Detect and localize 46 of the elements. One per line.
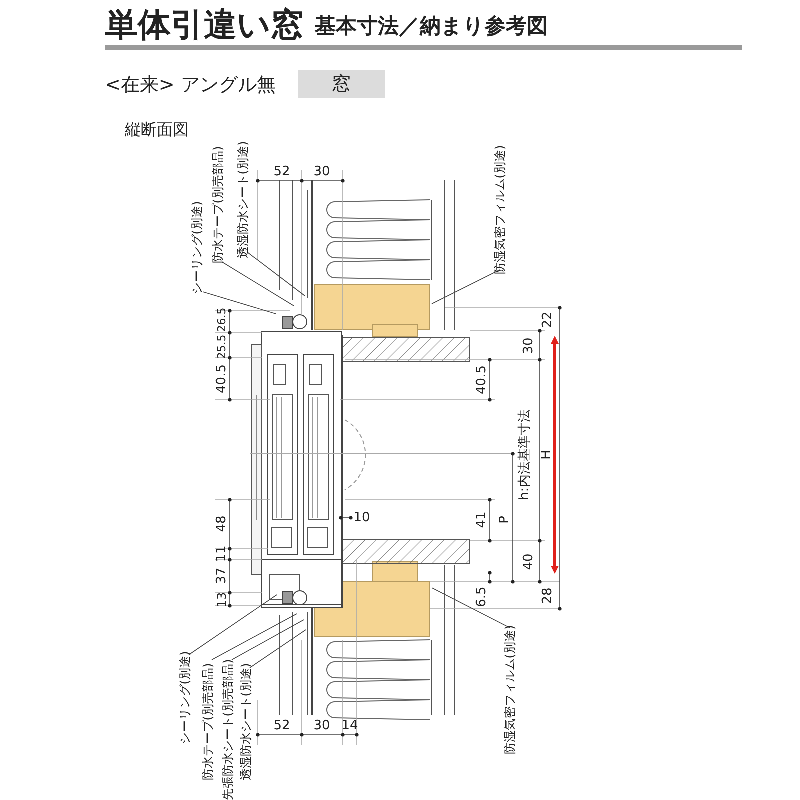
- view-heading: 縦断面図: [125, 122, 189, 138]
- dimension-value: 10: [354, 512, 370, 524]
- leader-line: [222, 262, 294, 306]
- dimension-value: 13: [216, 592, 228, 608]
- callout-label: 透湿防水シート(別途): [237, 141, 249, 259]
- leader-line: [212, 614, 298, 660]
- tag-box: 窓: [298, 70, 385, 98]
- dimension-value: 30: [314, 166, 330, 178]
- dimension-label: P: [498, 516, 512, 524]
- dimension-label: H: [540, 450, 554, 460]
- dimension-value: 30: [314, 720, 330, 732]
- callout-label: 防水テープ(別売部品): [212, 146, 224, 264]
- dimension-value: 6.5: [476, 586, 488, 608]
- callout-label: 透湿防水シート(別途): [240, 663, 252, 781]
- leader-line: [188, 594, 278, 656]
- dimension-value: 28: [542, 588, 554, 604]
- callout-label: 防水テープ(別売部品): [202, 663, 214, 781]
- dimension-value: 40.5: [216, 364, 228, 394]
- dimension-value: 14: [342, 720, 358, 732]
- dimension-value: 22: [542, 312, 554, 328]
- dimension-value: 40: [522, 554, 536, 570]
- callout-label: シーリング(別途): [179, 651, 191, 745]
- subtitle: 基本寸法／納まり参考図: [315, 16, 548, 37]
- dimension-value: 40.5: [476, 366, 488, 394]
- dimension-value: 26.5: [216, 308, 228, 332]
- callout-label: シーリング(別途): [191, 201, 203, 295]
- leader-line: [202, 292, 276, 314]
- dimension-value: 11: [216, 546, 228, 562]
- title: 単体引違い窓: [105, 8, 304, 41]
- callout-label: 防湿気密フィルム(別途): [494, 145, 506, 275]
- section-label: <在来> アングル無: [105, 76, 276, 95]
- dimension-value: 25.5: [216, 334, 228, 360]
- leader-line: [432, 270, 500, 304]
- leader-line: [232, 620, 304, 660]
- dimension-value: 52: [274, 166, 290, 178]
- dimension-value: 48: [216, 516, 228, 532]
- dimension-label: h:内法基準寸法: [518, 410, 532, 500]
- callout-label: 先張防水シート(別売部品): [222, 659, 234, 800]
- dimension-value: 41: [476, 512, 488, 528]
- dimension-value: 37: [216, 568, 228, 584]
- dimension-value: 52: [274, 720, 290, 732]
- leader-line: [432, 588, 510, 628]
- dimension-value: 30: [522, 338, 536, 354]
- leader-line: [250, 630, 306, 668]
- leader-line: [246, 252, 306, 296]
- callout-label: 防湿気密フィルム(別途): [504, 625, 516, 755]
